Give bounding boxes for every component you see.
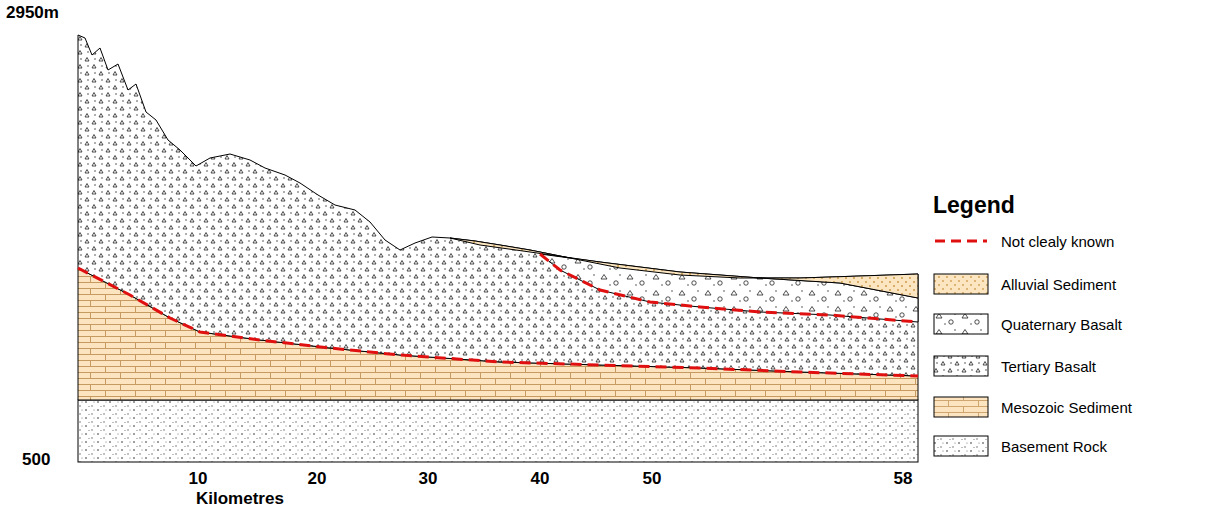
tick-label: 10 xyxy=(189,470,208,489)
axis-label: 500 xyxy=(22,451,50,470)
axis-label: 2950m xyxy=(6,4,59,23)
legend-label: Tertiary Basalt xyxy=(1001,358,1096,375)
legend-swatch xyxy=(934,314,988,334)
uncertain-contact xyxy=(540,254,918,322)
legend-dashed-line xyxy=(935,240,987,243)
alluvial-sediment xyxy=(450,238,918,298)
legend-label: Mesozoic Sediment xyxy=(1001,399,1132,416)
legend-item: Tertiary Basalt xyxy=(933,353,1096,379)
legend-item: Quaternary Basalt xyxy=(933,311,1122,337)
tick-label: 50 xyxy=(643,470,662,489)
legend-swatch xyxy=(934,397,988,417)
legend-pattern xyxy=(934,314,988,334)
legend-swatch-border xyxy=(934,274,988,294)
legend-swatch-border xyxy=(934,356,988,376)
legend-swatch-border xyxy=(934,314,988,334)
legend-swatch-box xyxy=(933,271,989,297)
legend-swatch-box xyxy=(933,433,989,459)
legend-item: Basement Rock xyxy=(933,433,1107,459)
legend-item: Not clealy known xyxy=(933,228,1114,254)
legend-pattern xyxy=(934,356,988,376)
tertiary-basalt xyxy=(78,35,918,376)
legend-label: Not clealy known xyxy=(1001,233,1114,250)
legend-line-sample xyxy=(933,228,989,254)
legend-item: Mesozoic Sediment xyxy=(933,394,1132,420)
tick-label: 20 xyxy=(308,470,327,489)
legend-heading: Legend xyxy=(933,193,1015,218)
legend-label: Basement Rock xyxy=(1001,438,1107,455)
legend-swatch-box xyxy=(933,353,989,379)
legend-swatch xyxy=(934,436,988,456)
legend-swatch xyxy=(934,356,988,376)
uncertain-contact xyxy=(78,268,918,376)
tick-label: 58 xyxy=(894,470,913,489)
tick-label: 30 xyxy=(419,470,438,489)
basement-rock xyxy=(78,400,918,462)
quaternary-basalt xyxy=(540,254,918,322)
axis-title: Kilometres xyxy=(196,490,284,509)
legend-item: Alluvial Sediment xyxy=(933,271,1116,297)
legend-swatch-border xyxy=(934,436,988,456)
legend-pattern xyxy=(934,436,988,456)
legend-label: Alluvial Sediment xyxy=(1001,276,1116,293)
legend-swatch-box xyxy=(933,394,989,420)
legend-label: Quaternary Basalt xyxy=(1001,316,1122,333)
legend-swatch-border xyxy=(934,397,988,417)
legend-swatch-box xyxy=(933,311,989,337)
legend-pattern xyxy=(934,274,988,294)
legend-pattern xyxy=(934,397,988,417)
tick-label: 40 xyxy=(531,470,550,489)
legend-swatch xyxy=(934,274,988,294)
